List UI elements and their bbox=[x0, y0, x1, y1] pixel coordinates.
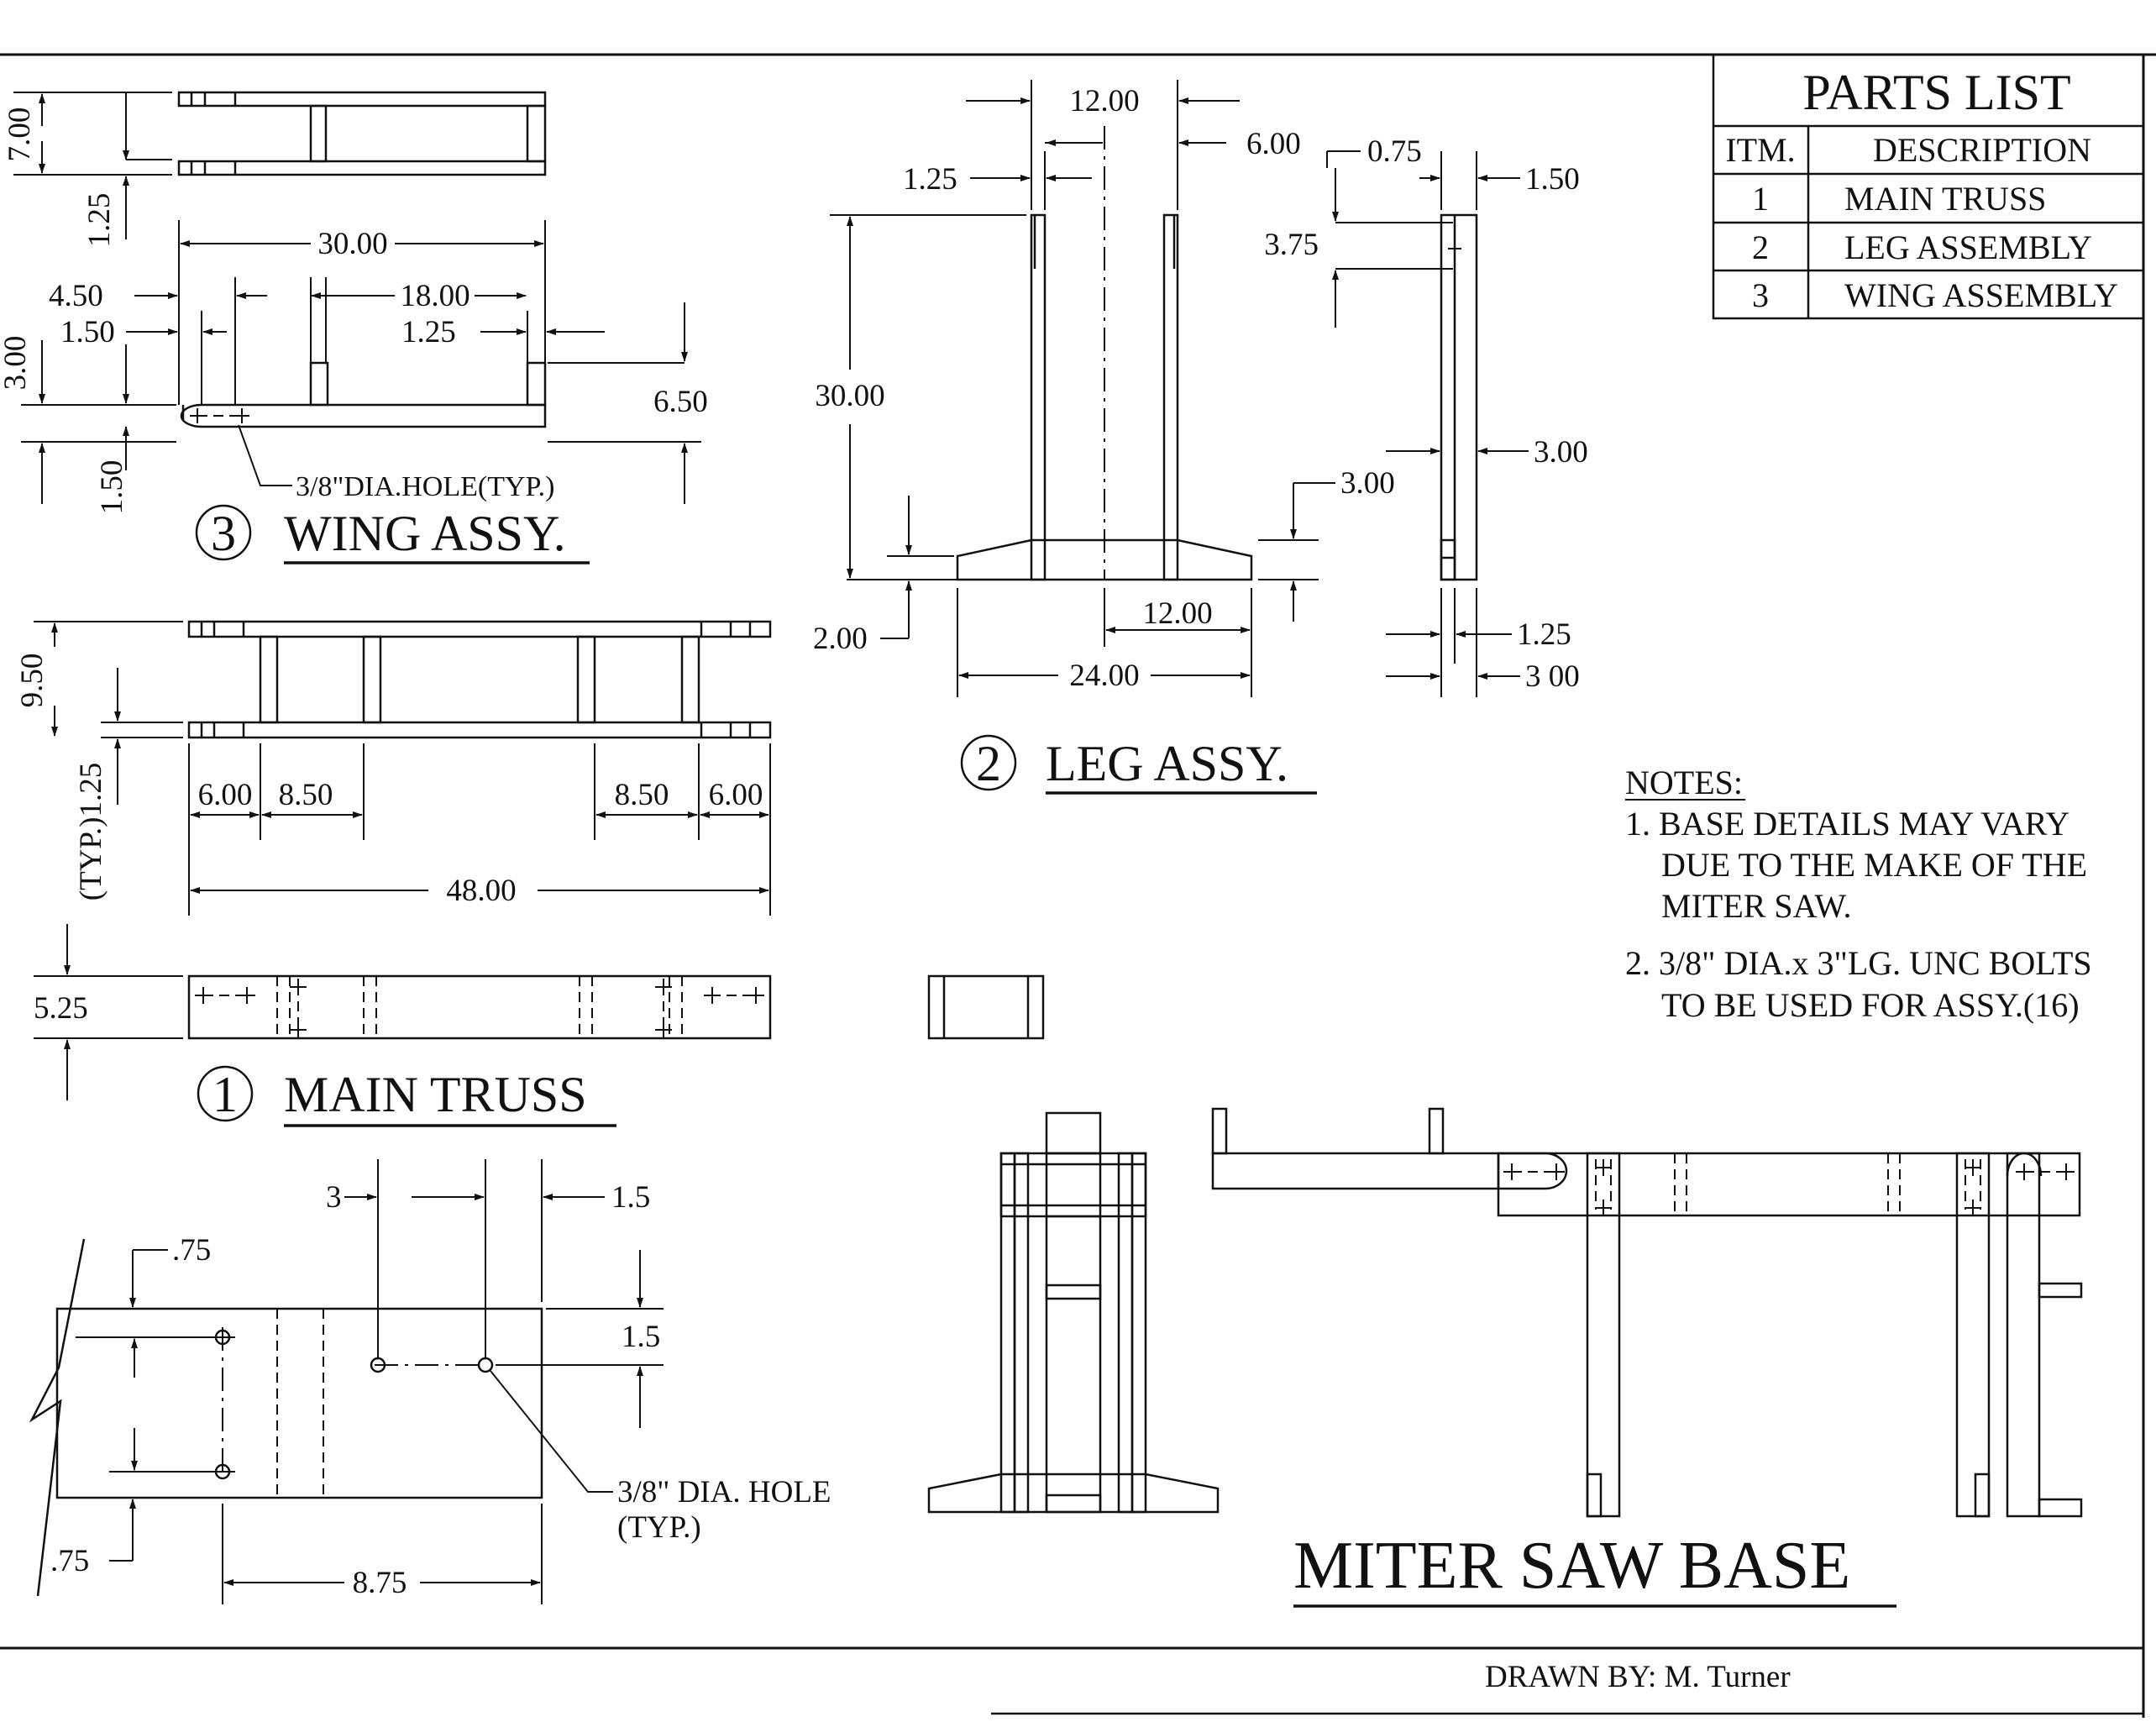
assembly-end-view bbox=[927, 1111, 1220, 1514]
assembly-side-view bbox=[1211, 1107, 2083, 1518]
truss-elevation-view bbox=[187, 974, 772, 1040]
detail-hole-note-2: (TYP.) bbox=[617, 1510, 701, 1545]
truss-dim-8-50-b: 8.50 bbox=[615, 778, 669, 812]
note-2-line-2: TO BE USED FOR ASSY.(16) bbox=[1661, 986, 2080, 1024]
wing-dimensions: 7.00 1.25 30.00 4.50 1.50 18.00 1.25 3.0… bbox=[0, 92, 708, 514]
spacer-block bbox=[927, 974, 1045, 1040]
detail-hole-note-1: 3/8" DIA. HOLE bbox=[617, 1475, 831, 1509]
leg-front-view bbox=[956, 126, 1253, 581]
hole-detail-drawing: 3 1.5 .75 1.5 .75 8.75 3/8" DIA. HOLE (T… bbox=[29, 1159, 831, 1604]
parts-row-2-description: LEG ASSEMBLY bbox=[1844, 228, 2092, 266]
truss-dim-typ-1-25: (TYP.)1.25 bbox=[74, 763, 108, 900]
parts-list-table: PARTS LIST ITM. DESCRIPTION 1 MAIN TRUSS… bbox=[1712, 53, 2145, 320]
wing-item-balloon bbox=[195, 504, 252, 561]
parts-list-title: PARTS LIST bbox=[1802, 65, 2070, 120]
detail-dim-1-5-a: 1.5 bbox=[611, 1180, 650, 1215]
truss-plan-view bbox=[187, 620, 772, 739]
parts-row-3-item: 3 bbox=[1752, 276, 1769, 314]
parts-header-description: DESCRIPTION bbox=[1873, 131, 2091, 169]
leg-dim-2-00: 2.00 bbox=[813, 622, 868, 656]
wing-elevation-view bbox=[180, 361, 547, 428]
leg-dim-1-25: 1.25 bbox=[903, 162, 957, 197]
wing-dim-1-50: 1.50 bbox=[60, 315, 115, 349]
note-2-line-1: 2. 3/8" DIA.x 3"LG. UNC BOLTS bbox=[1625, 944, 2092, 982]
wing-title: WING ASSY. bbox=[284, 506, 566, 561]
leg-dim-0-75: 0.75 bbox=[1367, 134, 1422, 169]
wing-assembly-drawing: 7.00 1.25 30.00 4.50 1.50 18.00 1.25 3.0… bbox=[0, 91, 708, 564]
truss-item-number: 1 bbox=[212, 1067, 238, 1122]
wing-dim-4-50: 4.50 bbox=[49, 279, 103, 313]
main-truss-drawing: 9.50 (TYP.)1.25 6.00 8.50 8.50 6.00 48.0… bbox=[15, 620, 772, 1127]
detail-dim-8-75: 8.75 bbox=[353, 1566, 407, 1600]
leg-dim-6-00: 6.00 bbox=[1246, 127, 1301, 161]
parts-header-item: ITM. bbox=[1725, 131, 1795, 169]
wing-dim-18-00: 18.00 bbox=[400, 279, 469, 313]
leg-dimensions: 12.00 6.00 1.25 30.00 2.00 12.00 24.00 0… bbox=[813, 80, 1588, 697]
wing-dim-7-00: 7.00 bbox=[3, 108, 37, 162]
note-1-line-1: 1. BASE DETAILS MAY VARY bbox=[1625, 805, 2069, 843]
leg-dim-30-00: 30.00 bbox=[815, 379, 884, 413]
wing-dim-1-25: 1.25 bbox=[82, 193, 117, 248]
wing-item-number: 3 bbox=[211, 506, 236, 561]
truss-dim-9-50: 9.50 bbox=[15, 654, 50, 708]
leg-side-view bbox=[1440, 213, 1478, 581]
drawing-title: MITER SAW BASE bbox=[1293, 1529, 1850, 1603]
detail-dim-0-75-b: .75 bbox=[50, 1544, 89, 1578]
wing-dim-1-50-b: 1.50 bbox=[95, 460, 129, 515]
leg-dim-1-25-b: 1.25 bbox=[1517, 617, 1571, 652]
detail-dim-1-5-b: 1.5 bbox=[622, 1320, 660, 1354]
leg-dim-12-00-b: 12.00 bbox=[1142, 596, 1212, 631]
parts-row-1-item: 1 bbox=[1752, 180, 1769, 218]
truss-dim-6-00-a: 6.00 bbox=[198, 778, 253, 812]
parts-row-1-description: MAIN TRUSS bbox=[1844, 180, 2046, 218]
truss-dim-8-50-a: 8.50 bbox=[279, 778, 333, 812]
leg-dim-12-00: 12.00 bbox=[1069, 84, 1139, 118]
parts-row-2-item: 2 bbox=[1752, 228, 1769, 266]
leg-assembly-drawing: 12.00 6.00 1.25 30.00 2.00 12.00 24.00 0… bbox=[813, 80, 1588, 795]
leg-item-balloon bbox=[960, 734, 1017, 791]
truss-dim-6-00-b: 6.00 bbox=[709, 778, 763, 812]
detail-dim-3: 3 bbox=[326, 1180, 342, 1215]
leg-dim-3-75: 3.75 bbox=[1264, 228, 1319, 262]
notes-block: NOTES: 1. BASE DETAILS MAY VARY DUE TO T… bbox=[1625, 764, 2092, 1024]
truss-item-balloon bbox=[197, 1065, 254, 1122]
wing-dim-3-00: 3.00 bbox=[0, 336, 33, 391]
detail-dim-0-75-a: .75 bbox=[172, 1233, 211, 1268]
truss-dim-48-00: 48.00 bbox=[446, 874, 516, 908]
leg-item-number: 2 bbox=[976, 736, 1001, 791]
leg-dim-3-00-b: 3.00 bbox=[1534, 435, 1588, 470]
drawn-by: DRAWN BY: M. Turner bbox=[1485, 1660, 1791, 1694]
notes-heading: NOTES: bbox=[1625, 764, 1743, 801]
leg-dim-24-00: 24.00 bbox=[1069, 659, 1139, 693]
leg-dim-3-00-c: 3 00 bbox=[1525, 659, 1580, 694]
truss-dimensions: 9.50 (TYP.)1.25 6.00 8.50 8.50 6.00 48.0… bbox=[15, 621, 771, 1100]
note-1-line-2: DUE TO THE MAKE OF THE bbox=[1661, 846, 2087, 884]
parts-row-3-description: WING ASSEMBLY bbox=[1844, 276, 2118, 314]
wing-plan-view bbox=[177, 91, 547, 176]
truss-dim-5-25: 5.25 bbox=[34, 991, 88, 1026]
wing-hole-note: 3/8"DIA.HOLE(TYP.) bbox=[296, 471, 555, 502]
wing-dim-6-50: 6.50 bbox=[653, 385, 708, 419]
wing-dim-1-25-b: 1.25 bbox=[401, 315, 456, 349]
leg-dim-1-50: 1.50 bbox=[1525, 162, 1580, 197]
leg-title: LEG ASSY. bbox=[1046, 736, 1288, 791]
note-1-line-3: MITER SAW. bbox=[1661, 887, 1851, 925]
truss-title: MAIN TRUSS bbox=[284, 1067, 587, 1122]
leg-dim-3-00-a: 3.00 bbox=[1340, 466, 1395, 501]
wing-dim-30-00: 30.00 bbox=[317, 227, 387, 261]
